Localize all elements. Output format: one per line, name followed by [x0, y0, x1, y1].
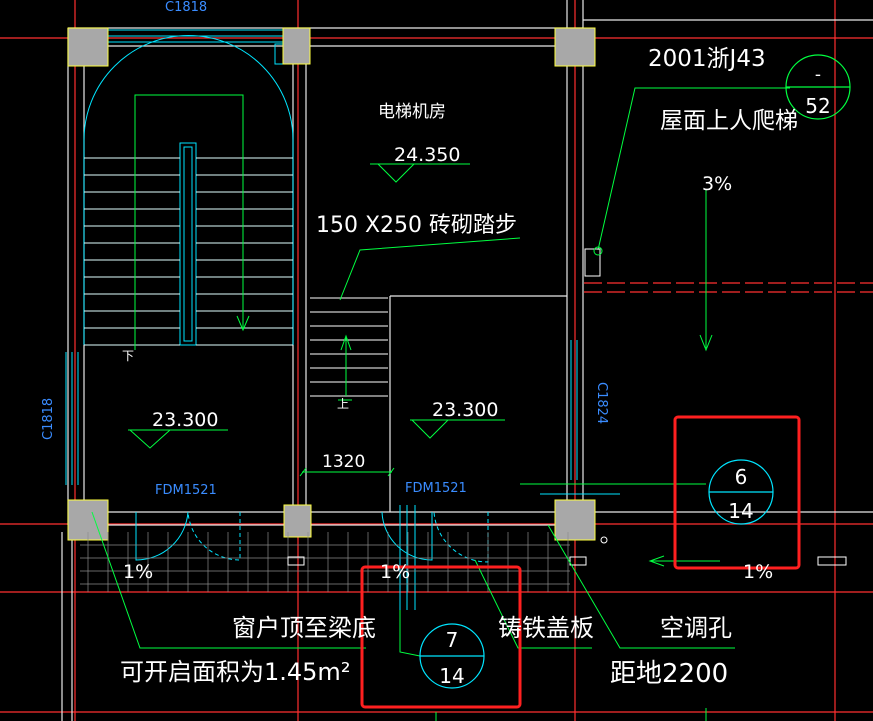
slope-right-label: 1%	[743, 561, 773, 583]
window-label-left: C1818	[41, 398, 56, 440]
walls	[61, 0, 873, 721]
brick-steps-label: 150 X250 砖砌踏步	[316, 213, 517, 238]
window-note-line1: 窗户顶至梁底	[232, 614, 376, 642]
corridor-hatch	[80, 532, 570, 592]
detail-ref-2-bottom: 14	[728, 499, 753, 523]
roof-ladder-label: 屋面上人爬梯	[660, 108, 798, 134]
cast-iron-cover-label: 铸铁盖板	[498, 614, 594, 642]
leader-lines	[91, 87, 790, 721]
detail-ref-1-top: -	[815, 65, 821, 85]
ac-hole-label: 空调孔	[660, 614, 732, 642]
elevation-mid: 23.300	[432, 399, 498, 421]
detail-ref-3-bottom: 14	[439, 664, 464, 688]
door-label-mid: FDM1521	[405, 481, 467, 496]
detail-ref-2-top: 6	[735, 465, 748, 489]
drain-boxes	[287, 536, 847, 566]
stair-down-mark: 下	[122, 349, 134, 363]
text-labels: C1818 C1818 C1824 电梯机房 24.350 150 X250 砖…	[41, 0, 798, 689]
slope-mid-label: 1%	[380, 561, 410, 583]
elevation-left: 23.300	[152, 409, 218, 431]
detail-ref-3-top: 7	[446, 628, 459, 652]
stair-direction-arrows	[134, 94, 250, 350]
window-label-right: C1824	[594, 382, 609, 424]
slope-left-label: 1%	[123, 561, 153, 583]
door-label-left: FDM1521	[155, 483, 217, 498]
detail-ref-1-bottom: 52	[805, 94, 830, 118]
stair-up-mark: 上	[337, 397, 349, 411]
elevation-markers	[128, 163, 505, 449]
elevation-24350: 24.350	[394, 144, 460, 166]
detail-ref-numbers: - 52 6 14 7 14	[439, 65, 830, 688]
elevator-room-label: 电梯机房	[378, 102, 446, 122]
ac-height-label: 距地2200	[610, 659, 728, 689]
columns	[67, 27, 596, 541]
window-note-line2: 可开启面积为1.45m²	[120, 658, 350, 686]
brick-steps	[310, 297, 388, 397]
up-arrow	[338, 334, 352, 401]
highlight-boxes	[360, 415, 801, 709]
dimension-1320: 1320	[322, 452, 365, 472]
detail-ref-circles	[419, 54, 851, 689]
standard-ref-label: 2001浙J43	[648, 46, 766, 72]
ladder-anchor-icon	[584, 246, 603, 277]
stair-left	[83, 35, 294, 346]
window-label-top: C1818	[165, 0, 207, 15]
slope-3-label: 3%	[702, 173, 732, 195]
